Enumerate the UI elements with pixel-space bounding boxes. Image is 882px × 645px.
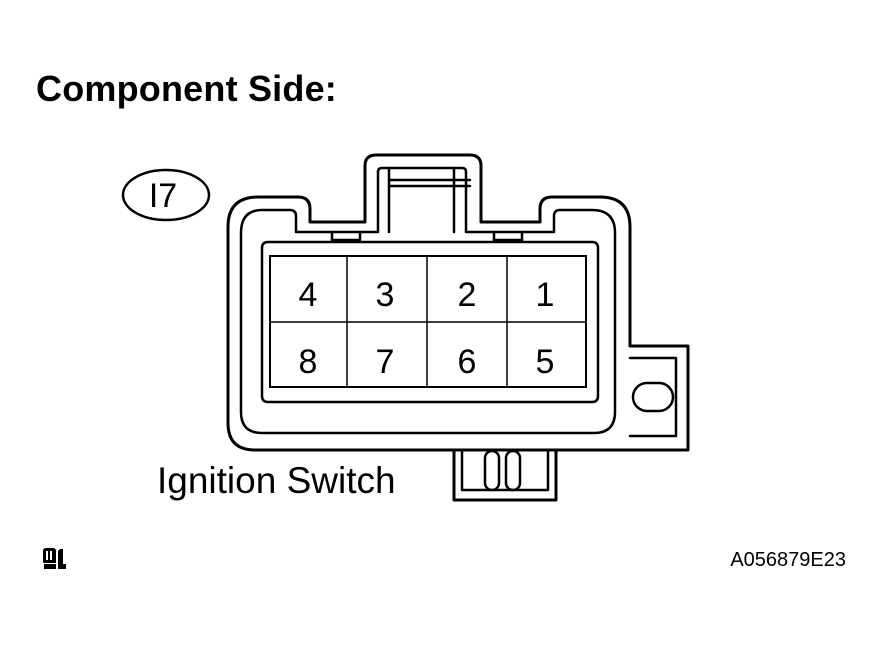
pin-4-label: 4 [299, 276, 318, 314]
component-label: Ignition Switch [157, 460, 396, 501]
bottom-tab-outline [452, 448, 558, 502]
housing-outer-outline [226, 153, 690, 452]
connector-symbol-icon [43, 548, 66, 569]
right-tab-slot [631, 381, 675, 413]
bottom-tab-slot-left [483, 449, 501, 492]
rib-right [492, 230, 524, 242]
housing-inner-outline [239, 166, 617, 435]
rib-left [330, 230, 362, 242]
connector-id-label: I7 [149, 177, 177, 215]
pin-grid: 4 3 2 1 8 7 6 5 [269, 255, 587, 388]
bottom-tab-slot-right [504, 449, 522, 492]
right-tab-inner [628, 356, 678, 438]
pin-6-label: 6 [458, 343, 477, 381]
page-title: Component Side: [36, 68, 337, 109]
pin-8-label: 8 [299, 343, 318, 381]
bottom-tab-inner [460, 448, 550, 492]
figure-code: A056879E23 [730, 549, 846, 571]
pin-1-label: 1 [536, 276, 555, 314]
connector-housing [226, 153, 690, 502]
connector-id-callout: I7 [121, 168, 211, 222]
pin-5-label: 5 [536, 343, 555, 381]
pin-2-label: 2 [458, 276, 477, 314]
connector-id-ellipse [121, 168, 211, 222]
pin-7-label: 7 [376, 343, 395, 381]
terminal-frame [260, 240, 600, 404]
pin-3-label: 3 [376, 276, 395, 314]
